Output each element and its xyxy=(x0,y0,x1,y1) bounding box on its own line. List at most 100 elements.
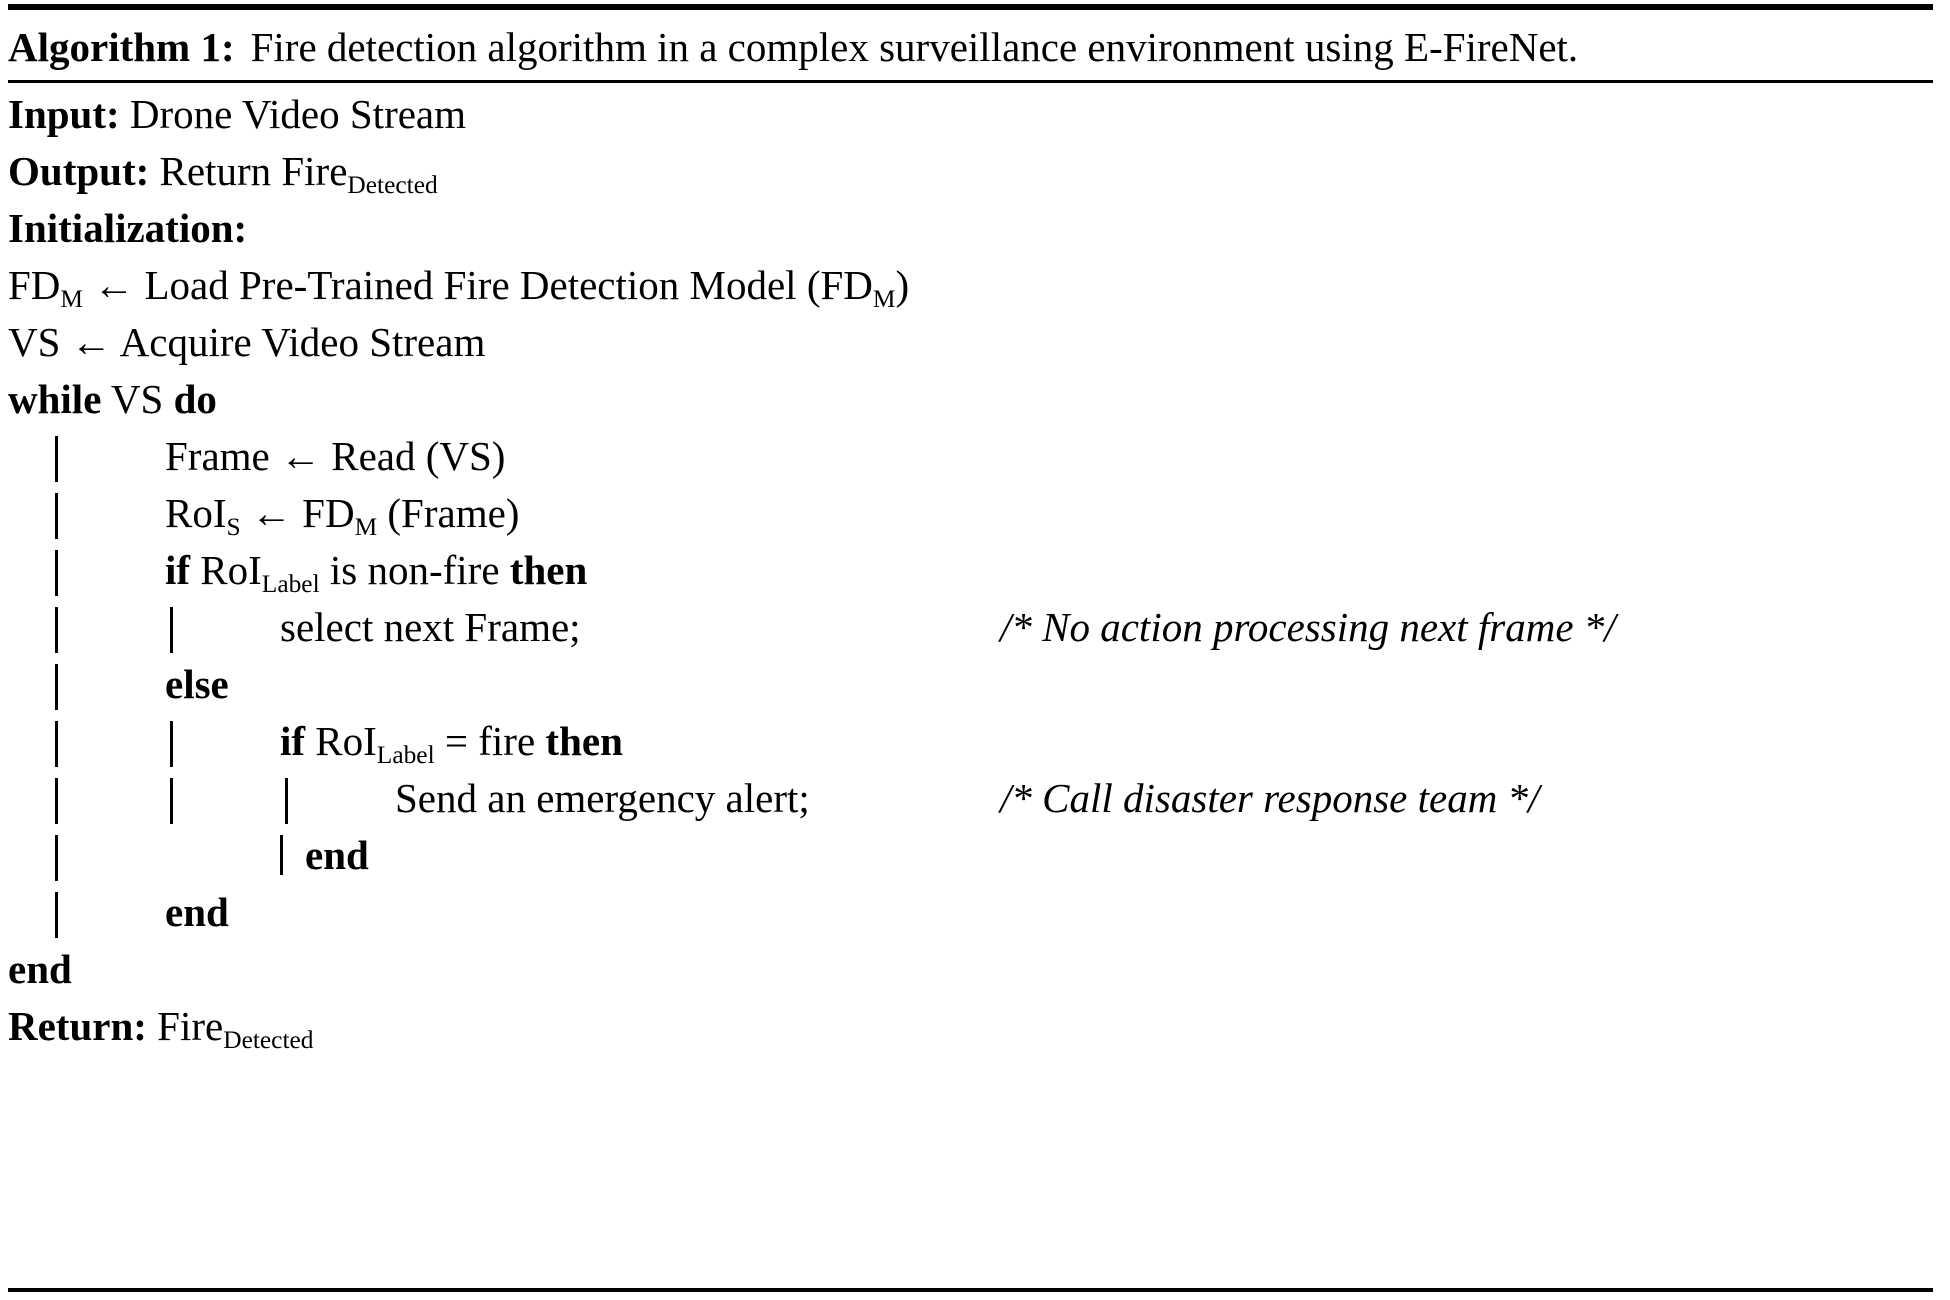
line-acquire-stream: VS ← Acquire Video Stream xyxy=(0,314,1950,371)
line-end-inner-if: end xyxy=(0,827,1950,884)
input-label: Input: xyxy=(8,91,120,137)
line-return: Return: FireDetected xyxy=(0,998,1950,1055)
end-keyword: end xyxy=(305,832,369,878)
indent-guide-level-1 xyxy=(55,778,58,824)
line-end-outer-if: end xyxy=(0,884,1950,941)
line-send-alert: Send an emergency alert; /* Call disaste… xyxy=(0,770,1950,827)
assign-arrow-icon: ← xyxy=(250,490,292,536)
line-detect-rois: RoIS ← FDM (Frame) xyxy=(0,485,1950,542)
line-end-while-content: end xyxy=(8,941,72,998)
output-value-subscript: Detected xyxy=(347,170,438,199)
line-detect-rois-content: RoIS ← FDM (Frame) xyxy=(165,485,519,542)
input-value: Drone Video Stream xyxy=(129,91,467,137)
algorithm-body: Input: Drone Video Stream Output: Return… xyxy=(0,86,1950,1055)
rule-under-title xyxy=(8,80,1933,83)
line-acquire-stream-content: VS ← Acquire Video Stream xyxy=(8,314,485,371)
assign-arrow-icon: ← xyxy=(70,319,112,365)
indent-guide-level-2 xyxy=(170,721,173,767)
indent-guide-level-1 xyxy=(55,436,58,482)
indent-guide-level-1 xyxy=(55,493,58,539)
line-end-inner-if-content: end xyxy=(280,827,369,884)
indent-guide-level-2 xyxy=(170,778,173,824)
fire-condition: = fire xyxy=(444,718,536,764)
line-end-outer-if-content: end xyxy=(165,884,229,941)
line-input: Input: Drone Video Stream xyxy=(0,86,1950,143)
load-model-tail: ) xyxy=(895,262,910,308)
comment-call-team: /* Call disaster response team */ xyxy=(1000,775,1540,821)
load-model-text: Load Pre-Trained Fire Detection Model (F… xyxy=(144,262,873,308)
non-fire-condition: is non-fire xyxy=(329,547,500,593)
algorithm-number-label: Algorithm 1: xyxy=(8,24,235,70)
if-keyword: if xyxy=(280,718,306,764)
indent-guide-level-2 xyxy=(170,607,173,653)
rois-variable-subscript: S xyxy=(226,512,241,541)
end-keyword: end xyxy=(8,946,72,992)
algorithm-caption: Fire detection algorithm in a complex su… xyxy=(250,24,1579,70)
indent-guide-level-1 xyxy=(55,550,58,596)
rule-bottom xyxy=(8,1288,1933,1292)
assign-arrow-icon: ← xyxy=(280,433,321,479)
then-keyword: then xyxy=(509,547,588,593)
line-while-content: while VS do xyxy=(8,371,217,428)
line-select-next-frame: select next Frame; /* No action processi… xyxy=(0,599,1950,656)
line-output-content: Output: Return FireDetected xyxy=(8,143,438,200)
if-keyword: if xyxy=(165,547,191,593)
line-if-non-fire: if RoILabel is non-fire then xyxy=(0,542,1950,599)
vs-variable: VS xyxy=(8,319,61,365)
line-else: else xyxy=(0,656,1950,713)
line-select-next-frame-content: select next Frame; xyxy=(280,604,581,650)
line-else-content: else xyxy=(165,656,229,713)
roi-label-subscript: Label xyxy=(261,569,320,598)
indent-guide-inline xyxy=(280,835,283,875)
line-if-fire: if RoILabel = fire then xyxy=(0,713,1950,770)
fdm-call-subscript: M xyxy=(354,512,378,541)
else-keyword: else xyxy=(165,661,229,707)
load-model-subscript: M xyxy=(872,284,896,313)
fdm-call-args: (Frame) xyxy=(387,490,520,536)
indent-guide-level-1 xyxy=(55,835,58,881)
return-value: Fire xyxy=(157,1003,224,1049)
line-initialization-content: Initialization: xyxy=(8,200,247,257)
assign-arrow-icon: ← xyxy=(93,262,135,308)
return-label: Return: xyxy=(8,1003,147,1049)
line-load-model-content: FDM ← Load Pre-Trained Fire Detection Mo… xyxy=(8,257,909,314)
line-read-frame: Frame ← Read (VS) xyxy=(0,428,1950,485)
indent-guide-level-1 xyxy=(55,892,58,938)
fdm-variable: FD xyxy=(8,262,61,308)
output-value: Return Fire xyxy=(159,148,348,194)
fdm-variable-subscript: M xyxy=(60,284,84,313)
while-keyword: while xyxy=(8,376,102,422)
rule-top xyxy=(8,4,1933,10)
roi-label-base: RoI xyxy=(315,718,377,764)
while-condition: VS xyxy=(110,376,164,422)
read-call: Read (VS) xyxy=(331,433,506,479)
indent-guide-level-1 xyxy=(55,721,58,767)
line-output: Output: Return FireDetected xyxy=(0,143,1950,200)
then-keyword: then xyxy=(545,718,623,764)
roi-label-subscript: Label xyxy=(376,740,435,769)
acquire-stream-text: Acquire Video Stream xyxy=(119,319,486,365)
indent-guide-level-3 xyxy=(285,778,288,824)
line-end-while: end xyxy=(0,941,1950,998)
indent-guide-level-1 xyxy=(55,664,58,710)
comment-no-action: /* No action processing next frame */ xyxy=(1000,604,1616,650)
line-send-alert-content: Send an emergency alert; xyxy=(395,775,810,821)
line-load-model: FDM ← Load Pre-Trained Fire Detection Mo… xyxy=(0,257,1950,314)
fdm-call-base: FD xyxy=(302,490,355,536)
indent-guide-level-1 xyxy=(55,607,58,653)
line-if-fire-content: if RoILabel = fire then xyxy=(280,713,623,770)
line-read-frame-content: Frame ← Read (VS) xyxy=(165,428,505,485)
frame-variable: Frame xyxy=(165,433,270,479)
rois-variable: RoI xyxy=(165,490,227,536)
end-keyword: end xyxy=(165,889,229,935)
return-value-subscript: Detected xyxy=(223,1025,314,1054)
line-while: while VS do xyxy=(0,371,1950,428)
line-return-content: Return: FireDetected xyxy=(8,998,314,1055)
do-keyword: do xyxy=(173,376,217,422)
initialization-label: Initialization: xyxy=(8,205,248,251)
roi-label-base: RoI xyxy=(200,547,262,593)
algorithm-title: Algorithm 1: Fire detection algorithm in … xyxy=(8,18,1938,76)
line-if-non-fire-content: if RoILabel is non-fire then xyxy=(165,542,587,599)
line-initialization: Initialization: xyxy=(0,200,1950,257)
